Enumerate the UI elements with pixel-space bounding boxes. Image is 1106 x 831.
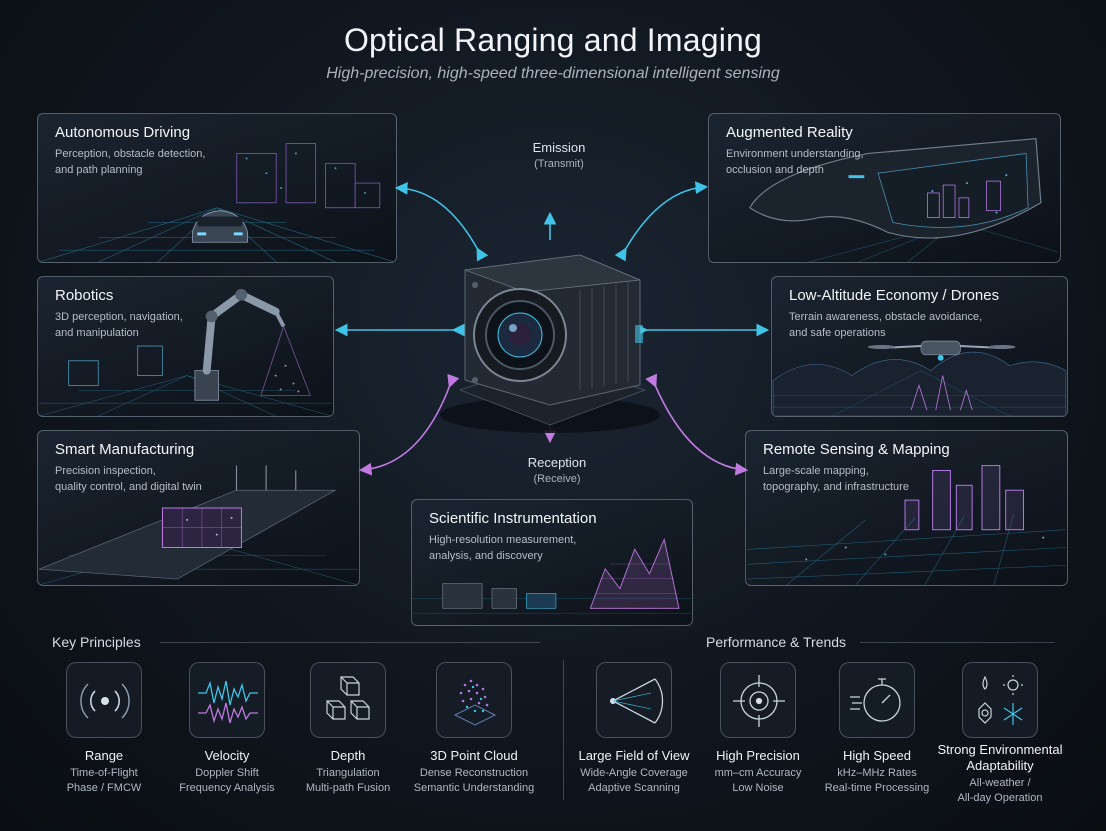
section-divider	[860, 642, 1055, 643]
drone-illustration	[772, 340, 1067, 416]
emission-label: Emission	[532, 140, 586, 155]
cubes-icon	[310, 662, 386, 738]
feature-title: 3D Point Cloud	[430, 748, 518, 763]
waveform-icon	[189, 662, 265, 738]
page-subtitle: High-precision, high-speed three-dimensi…	[326, 65, 780, 82]
feature-title: Large Field of View	[578, 748, 690, 763]
panel-description: 3D perception, navigation, and manipulat…	[55, 311, 183, 339]
feature-title: High Speed	[843, 748, 911, 763]
panel-autonomous-driving: Autonomous Driving Perception, obstacle …	[37, 113, 397, 263]
panel-scientific-instrumentation: Scientific Instrumentation High-resoluti…	[411, 499, 693, 626]
crosshair-icon	[720, 662, 796, 738]
section-divider-vertical	[563, 660, 564, 800]
feature-description: kHz–MHz Rates Real-time Processing	[824, 767, 930, 794]
panel-augmented-reality: Augmented Reality Environment understand…	[708, 113, 1061, 263]
reception-label: Reception	[527, 455, 587, 470]
autonomous-driving-illustration	[39, 143, 395, 262]
panel-title: Remote Sensing & Mapping	[763, 441, 950, 458]
feature-description: Triangulation Multi-path Fusion	[305, 767, 391, 794]
lab-instrument-illustration	[413, 537, 691, 614]
panel-title: Low-Altitude Economy / Drones	[789, 287, 1000, 304]
panel-description: Large-scale mapping, topography, and inf…	[763, 465, 909, 493]
city-mapping-illustration	[747, 465, 1066, 585]
feature-description: Doppler Shift Frequency Analysis	[179, 767, 275, 794]
feature-description: Time-of-Flight Phase / FMCW	[66, 767, 142, 794]
panel-robotics: Robotics 3D perception, navigation, and …	[37, 276, 334, 417]
panel-smart-manufacturing: Smart Manufacturing Precision inspection…	[37, 430, 360, 586]
section-divider	[160, 642, 540, 643]
panel-description: Terrain awareness, obstacle avoidance, a…	[789, 311, 983, 339]
panel-drones: Low-Altitude Economy / Drones Terrain aw…	[771, 276, 1068, 417]
page-title: Optical Ranging and Imaging	[343, 22, 763, 58]
panel-description: Precision inspection, quality control, a…	[55, 465, 202, 493]
lidar-camera-module	[440, 254, 660, 433]
feature-title: High Precision	[716, 748, 800, 763]
stopwatch-icon	[839, 662, 915, 738]
range-icon	[66, 662, 142, 738]
section-heading-principles: Key Principles	[52, 634, 141, 650]
feature-description: All-weather / All-day Operation	[957, 777, 1043, 804]
feature-title: Depth	[330, 748, 366, 763]
panel-remote-sensing: Remote Sensing & Mapping Large-scale map…	[745, 430, 1068, 586]
panel-title: Robotics	[55, 287, 114, 304]
panel-description: Perception, obstacle detection, and path…	[55, 148, 206, 176]
panel-description: Environment understanding, occlusion and…	[726, 148, 864, 176]
manufacturing-illustration	[38, 465, 359, 585]
panel-title: Scientific Instrumentation	[429, 510, 597, 527]
feature-description: Wide-Angle Coverage Adaptive Scanning	[580, 767, 688, 794]
point-cloud-icon	[436, 662, 512, 738]
feature-description: mm–cm Accuracy Low Noise	[714, 767, 802, 794]
panel-title: Smart Manufacturing	[55, 441, 195, 458]
ar-glasses-illustration	[749, 138, 1059, 262]
weather-icon	[962, 662, 1038, 738]
emission-sublabel: (Transmit)	[534, 158, 584, 170]
feature-title: Strong Environmental Adaptability	[937, 742, 1063, 773]
reception-sublabel: (Receive)	[533, 473, 581, 485]
field-of-view-icon	[596, 662, 672, 738]
panel-title: Augmented Reality	[726, 124, 853, 141]
robot-arm-illustration	[39, 288, 332, 416]
feature-title: Velocity	[204, 748, 250, 763]
section-heading-trends: Performance & Trends	[706, 634, 847, 650]
panel-title: Autonomous Driving	[55, 124, 191, 141]
feature-title: Range	[84, 748, 124, 763]
panel-description: High-resolution measurement, analysis, a…	[429, 534, 577, 562]
feature-description: Dense Reconstruction Semantic Understand…	[413, 767, 535, 794]
